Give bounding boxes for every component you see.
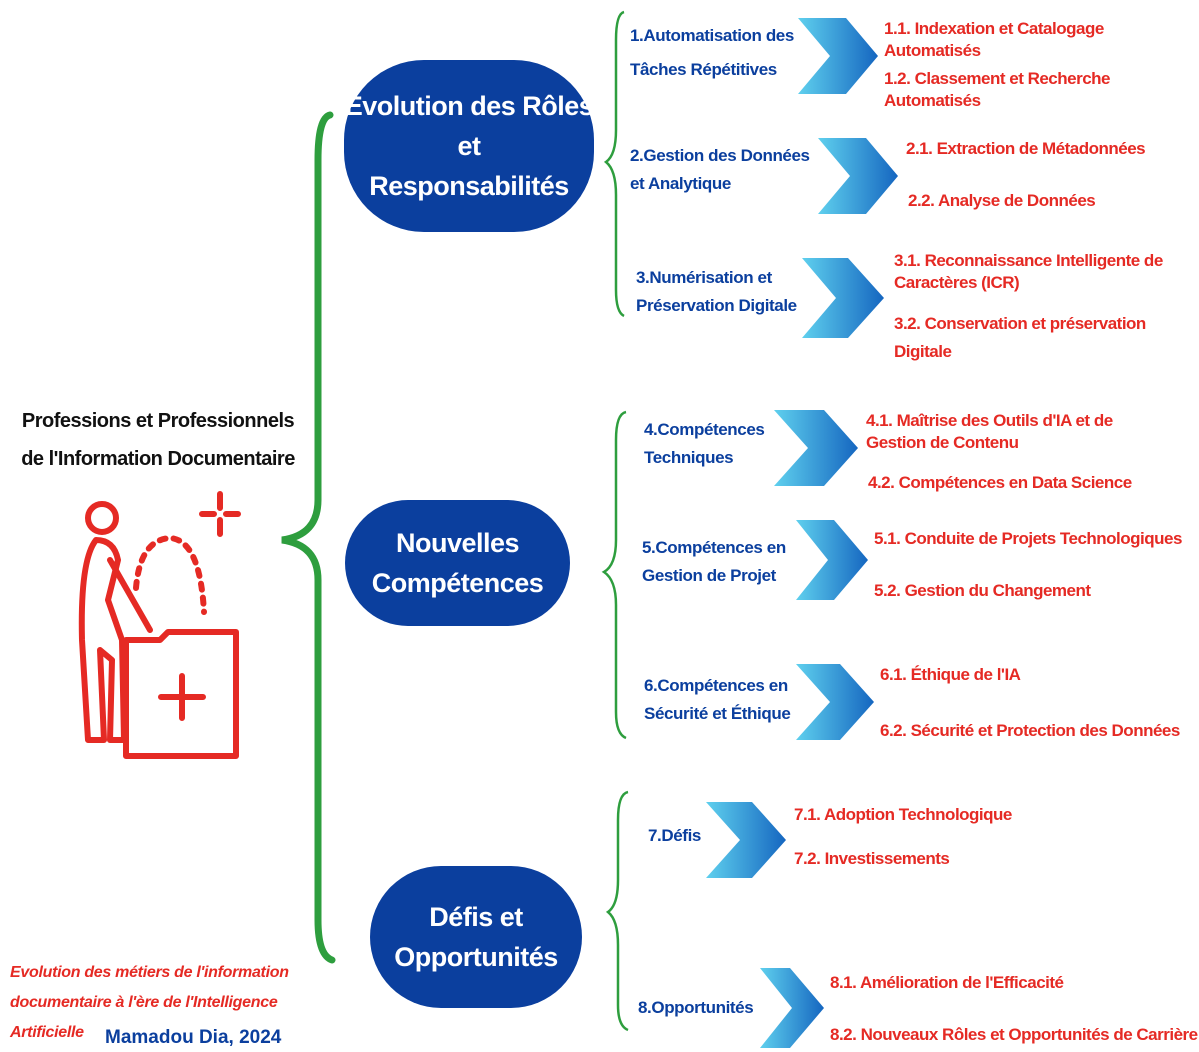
leaf-3-2[interactable]: 3.2. Conservation et préservation Digita… <box>894 314 1146 361</box>
arrow-5-icon <box>796 520 868 600</box>
root-title: Professions et Professionnels de l'Infor… <box>8 402 308 478</box>
arrow-6-icon <box>796 664 874 740</box>
sub-node-7-line1: 7.Défis <box>648 826 701 845</box>
branch-brace-1 <box>603 10 625 318</box>
branch-brace-3 <box>605 790 629 1032</box>
leaf-8-2[interactable]: 8.2. Nouveaux Rôles et Opportunités de C… <box>830 1025 1198 1044</box>
branch-roles-line1: Évolution des Rôles et <box>344 91 594 161</box>
leaf-2-2[interactable]: 2.2. Analyse de Données <box>908 191 1096 210</box>
arrow-4-icon <box>774 410 858 486</box>
leaf-2-1[interactable]: 2.1. Extraction de Métadonnées <box>906 139 1146 158</box>
sub-node-5[interactable]: 5.Compétences en Gestion de Projet <box>642 534 786 590</box>
sub-node-8-line1: 8.Opportunités <box>638 998 754 1017</box>
sub-node-2-line2: et Analytique <box>630 174 731 193</box>
leaf-5-1[interactable]: 5.1. Conduite de Projets Technologiques <box>874 529 1182 548</box>
leaf-6-1[interactable]: 6.1. Éthique de l'IA <box>880 665 1021 684</box>
caption-line1: Evolution des métiers de l'information <box>10 964 289 981</box>
branch-defis-line2: Opportunités <box>394 942 558 972</box>
root-title-line1: Professions et Professionnels <box>21 410 295 432</box>
branch-roles[interactable]: Évolution des Rôles et Responsabilités <box>344 60 594 232</box>
leaf-5-2[interactable]: 5.2. Gestion du Changement <box>874 581 1091 600</box>
author-credit: Mamadou Dia, 2024 <box>105 1027 282 1048</box>
caption-line3: Artificielle <box>10 1024 84 1041</box>
sub-node-6[interactable]: 6.Compétences en Sécurité et Éthique <box>644 672 791 728</box>
branch-competences[interactable]: Nouvelles Compétences <box>345 500 570 626</box>
sub-node-3-line2: Préservation Digitale <box>636 296 797 315</box>
leaf-3-1[interactable]: 3.1. Reconnaissance Intelligente de Cara… <box>894 251 1163 292</box>
branch-competences-line2: Compétences <box>371 568 544 598</box>
arrow-8-icon <box>760 968 824 1048</box>
arrow-1-icon <box>798 18 878 94</box>
sub-node-1-line1: 1.Automatisation des <box>630 26 794 45</box>
sub-node-6-line2: Sécurité et Éthique <box>644 704 791 723</box>
sub-node-4[interactable]: 4.Compétences Techniques <box>644 416 765 472</box>
leaf-8-1[interactable]: 8.1. Amélioration de l'Efficacité <box>830 973 1064 992</box>
arrow-3-icon <box>802 258 884 338</box>
sub-node-1[interactable]: 1.Automatisation des Tâches Répétitives <box>630 22 794 84</box>
sub-node-3-line1: 3.Numérisation et <box>636 268 772 287</box>
leaf-6-2[interactable]: 6.2. Sécurité et Protection des Données <box>880 721 1180 740</box>
sub-node-2-line1: 2.Gestion des Données <box>630 146 810 165</box>
main-brace <box>281 111 336 964</box>
sub-node-5-line1: 5.Compétences en <box>642 538 786 557</box>
arrow-2-icon <box>818 138 898 214</box>
sub-node-2[interactable]: 2.Gestion des Données et Analytique <box>630 142 810 198</box>
branch-brace-2 <box>601 410 627 740</box>
branch-roles-line2: Responsabilités <box>369 171 569 201</box>
caption-line2: documentaire à l'ère de l'Intelligence <box>10 994 278 1011</box>
root-title-line2: de l'Information Documentaire <box>21 448 295 470</box>
sub-node-5-line2: Gestion de Projet <box>642 566 776 585</box>
sub-node-8[interactable]: 8.Opportunités <box>638 994 754 1022</box>
leaf-7-1[interactable]: 7.1. Adoption Technologique <box>794 805 1012 824</box>
branch-competences-line1: Nouvelles <box>395 528 520 558</box>
branch-defis[interactable]: Défis et Opportunités <box>370 866 582 1008</box>
sub-node-1-line2: Tâches Répétitives <box>630 60 777 79</box>
worker-with-folder-icon <box>78 491 241 759</box>
branch-defis-line1: Défis et <box>429 902 523 932</box>
leaf-4-2[interactable]: 4.2. Compétences en Data Science <box>868 473 1132 492</box>
leaf-1-1[interactable]: 1.1. Indexation et Catalogage Automatisé… <box>884 19 1104 60</box>
sub-node-4-line1: 4.Compétences <box>644 420 765 439</box>
sub-node-6-line1: 6.Compétences en <box>644 676 788 695</box>
leaf-7-2[interactable]: 7.2. Investissements <box>794 849 950 868</box>
leaf-4-1[interactable]: 4.1. Maîtrise des Outils d'IA et de Gest… <box>866 411 1113 452</box>
caption: Evolution des métiers de l'information d… <box>10 958 310 1048</box>
leaf-1-2[interactable]: 1.2. Classement et Recherche Automatisés <box>884 69 1111 110</box>
sub-node-7[interactable]: 7.Défis <box>648 822 701 850</box>
sub-node-3[interactable]: 3.Numérisation et Préservation Digitale <box>636 264 797 320</box>
sub-node-4-line2: Techniques <box>644 448 734 467</box>
arrow-7-icon <box>706 802 786 878</box>
